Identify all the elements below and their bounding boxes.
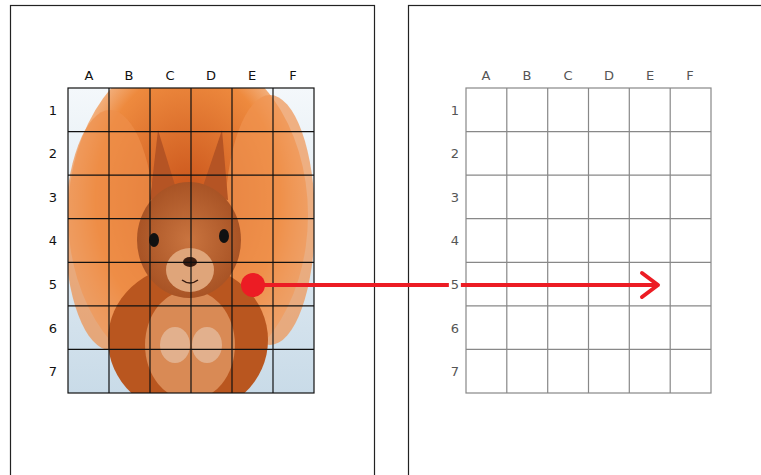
column-letter: F [684,68,695,83]
left-grid [68,88,314,393]
column-letter: D [602,68,616,83]
left-page [11,6,375,475]
column-letter: F [287,68,298,83]
column-letter: B [123,68,136,83]
row-number: 5 [449,277,461,292]
row-number: 3 [449,190,461,205]
right-page [409,6,761,475]
squirrel-photo [68,88,314,393]
row-number: 4 [47,233,59,248]
column-letter: A [83,68,96,83]
column-letter: B [521,68,534,83]
row-number: 2 [449,146,461,161]
column-letter: D [204,68,218,83]
row-number: 7 [47,364,59,379]
row-number: 6 [47,321,59,336]
right-grid [466,88,711,393]
row-number: 6 [449,321,461,336]
column-letter: C [561,68,574,83]
column-letter: C [163,68,176,83]
column-letter: E [246,68,258,83]
row-number: 7 [449,364,461,379]
column-letter: A [480,68,493,83]
transfer-arrow [241,273,658,297]
row-number: 1 [47,103,59,118]
row-number: 3 [47,190,59,205]
row-number: 4 [449,233,461,248]
row-number: 2 [47,146,59,161]
row-number: 1 [449,103,461,118]
column-letter: E [644,68,656,83]
row-number: 5 [47,277,59,292]
